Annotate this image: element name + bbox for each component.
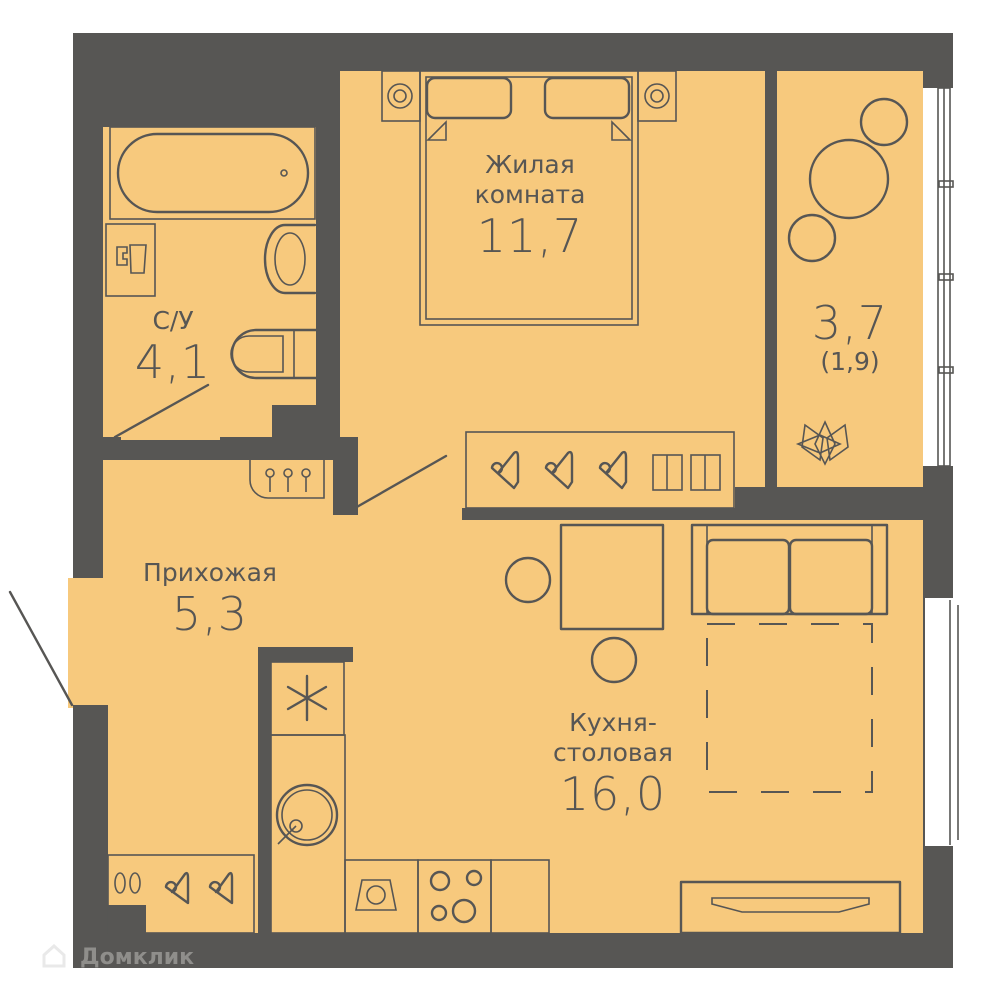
room-label-bathroom: С/У 4,1 [118,308,228,385]
room-area: 16,0 [559,767,667,821]
dining-table-icon [559,523,665,631]
living-room-floor [340,71,765,516]
sofa-icon [690,523,889,616]
key-hooks-icon [249,460,325,499]
room-name: комната [474,180,586,209]
tv-stand-icon [679,880,902,935]
entrance-door[interactable] [8,590,74,707]
sink-icon [263,223,317,295]
room-area: 11,7 [476,209,584,263]
watermark: Домклик [80,945,195,970]
room-name: Кухня- [569,708,657,737]
room-name: С/У [152,306,194,335]
room-label-hallway: Прихожая 5,3 [115,560,305,637]
washing-machine-icon [105,223,156,297]
room-area: 4,1 [134,335,212,389]
living-room-door [353,454,448,510]
rug-outline [706,623,873,793]
bed-icon [419,70,639,326]
round-table-icon [808,138,890,220]
bathtub-icon [109,126,316,220]
room-label-living: Жилая комната 11,7 [450,152,610,259]
bathroom-floor [103,127,316,440]
kitchen-window [925,598,959,846]
plant-icon [795,420,849,466]
interior-walls [73,71,953,968]
hallway-floor [103,460,348,935]
domclick-logo-icon [42,943,66,968]
shirts-icon [652,454,721,491]
balcony-window [923,87,954,467]
wardrobe-hangers-icon [465,431,735,509]
chair-icon [504,556,638,684]
nightstand-icon [381,70,421,122]
shoe-rack-icon [107,854,255,934]
room-name: Прихожая [143,558,277,587]
room-label-balcony: 3,7 (1,9) [790,300,910,374]
counter-end [490,859,550,934]
balcony-floor [777,71,923,487]
room-name: Жилая [485,150,575,179]
room-name: столовая [553,738,673,767]
hallway-entrance [68,578,108,708]
toilet-icon [230,328,318,380]
room-label-kitchen: Кухня- столовая 16,0 [528,710,698,817]
room-area: 5,3 [171,587,249,641]
room-area: 3,7 [811,296,889,350]
sink-counter-icon [270,734,346,934]
kitchen-floor [345,520,923,933]
chair-icon [787,97,909,263]
bathroom-door [113,383,210,439]
room-area-reduced: (1,9) [820,347,880,376]
